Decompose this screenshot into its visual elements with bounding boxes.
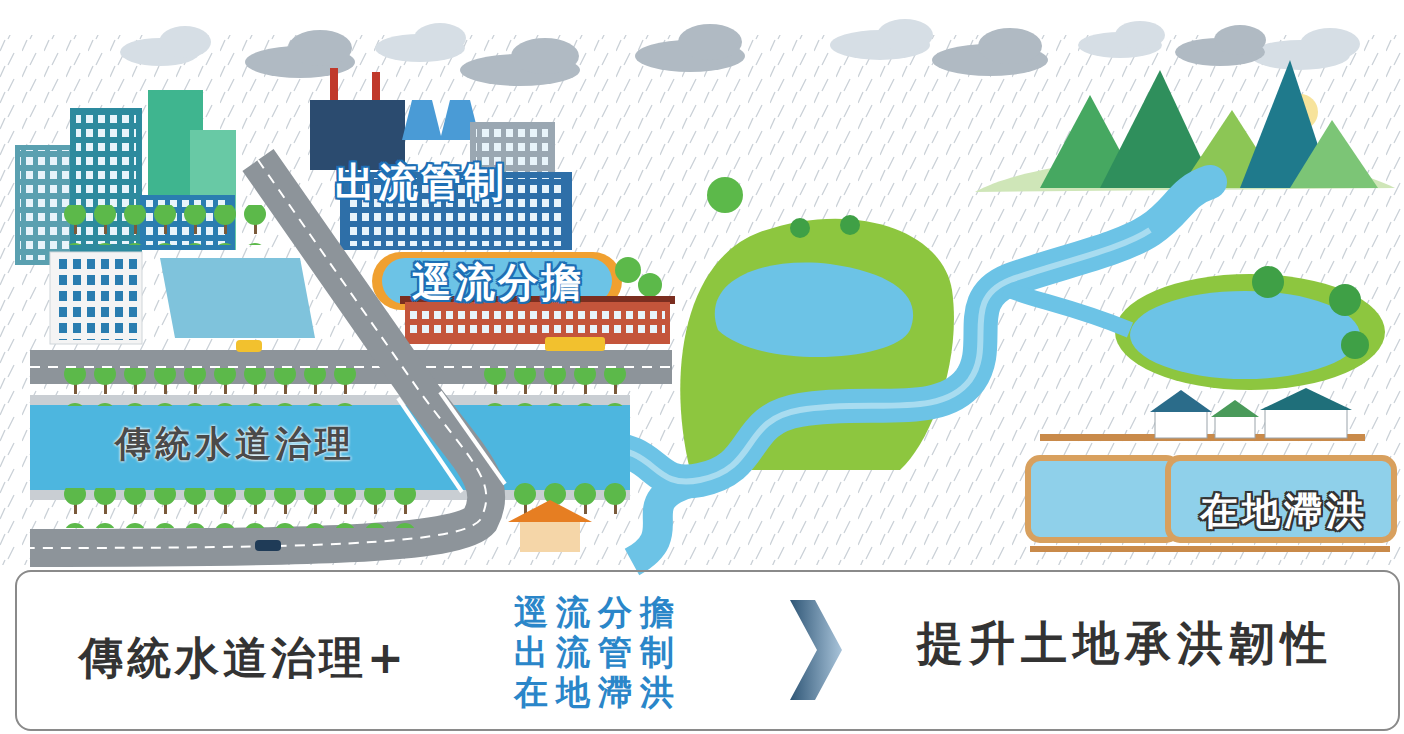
- clouds: [414, 23, 466, 53]
- tree-rows: [60, 205, 270, 245]
- summary-panel: 傳統水道治理+ 逕流分擔出流管制在地滯洪 提升土地承洪韌性: [15, 570, 1400, 731]
- houses: [1211, 400, 1259, 417]
- detention-ponds: [1168, 458, 1394, 540]
- measure-label: 出流管制: [335, 158, 507, 206]
- pavilion: [508, 500, 592, 552]
- right-lake: [1115, 266, 1385, 390]
- river: [600, 182, 1210, 562]
- right-lake: [1341, 331, 1369, 359]
- detention-ponds: [1030, 546, 1390, 552]
- measure-label: 傳統水道治理: [115, 422, 355, 465]
- river: [1005, 288, 1130, 330]
- city-buildings: [54, 256, 138, 340]
- school: [410, 308, 665, 338]
- measure-label: 逕流分擔: [412, 258, 584, 306]
- houses: [1215, 415, 1255, 438]
- rain: [0, 35, 1404, 565]
- houses: [1150, 390, 1212, 412]
- summary-arrow: [790, 600, 842, 700]
- river: [600, 230, 1150, 482]
- tree-rows: [60, 368, 360, 406]
- roads: [30, 160, 672, 551]
- green-hill: [790, 218, 810, 238]
- roads: [30, 160, 486, 548]
- clouds: [1115, 21, 1165, 49]
- right-lake: [1329, 284, 1361, 316]
- summary-heading: 傳統水道治理+: [79, 632, 408, 685]
- clouds: [288, 30, 352, 66]
- roads: [30, 366, 672, 368]
- result-text: 提升土地承洪韌性: [917, 616, 1333, 671]
- houses: [1265, 408, 1347, 438]
- green-hill: [840, 215, 860, 235]
- runoff-pond: [638, 273, 662, 297]
- houses: [1155, 410, 1207, 438]
- roads: [255, 540, 281, 551]
- tree-rows: [60, 205, 630, 528]
- clouds: [978, 28, 1042, 64]
- clouds: [1214, 25, 1266, 55]
- pavilion: [520, 522, 580, 552]
- detention-ponds: [1028, 458, 1394, 552]
- clouds: [877, 19, 933, 51]
- detention-ponds: [1028, 458, 1178, 540]
- clouds: [245, 24, 1266, 86]
- green-hill: [680, 177, 954, 470]
- roads: [30, 160, 486, 548]
- river: [632, 480, 700, 562]
- measure-label: 在地滯洪: [1200, 489, 1368, 535]
- clouds: [1300, 28, 1360, 60]
- rain: [0, 35, 1404, 565]
- tree-rows: [60, 488, 420, 528]
- right-lake: [1252, 266, 1284, 298]
- green-hill: [680, 219, 954, 470]
- mountains: [975, 60, 1395, 192]
- factory: [310, 68, 572, 250]
- tree-rows: [480, 368, 630, 406]
- clouds: [511, 38, 579, 74]
- canal: [30, 405, 630, 490]
- measure-item: 出流管制: [514, 632, 682, 673]
- roads: [545, 337, 605, 351]
- measure-item: 逕流分擔: [514, 592, 682, 633]
- city-buildings: [15, 90, 315, 344]
- pavilion: [508, 500, 592, 522]
- houses: [1260, 388, 1352, 410]
- city-buildings: [50, 252, 142, 344]
- measure-item: 在地滯洪: [514, 672, 682, 713]
- green-hill: [715, 263, 913, 358]
- green-hill: [707, 177, 743, 213]
- clouds: [159, 26, 211, 58]
- roads: [236, 340, 262, 352]
- factory: [402, 100, 442, 140]
- clouds: [678, 24, 742, 60]
- right-lake: [1115, 274, 1385, 390]
- right-lake: [1130, 291, 1360, 379]
- city-buildings: [160, 258, 315, 338]
- houses: [1040, 388, 1365, 441]
- runoff-pond: [615, 257, 641, 283]
- school: [405, 302, 670, 344]
- summary-arrow: [790, 600, 842, 700]
- clouds: [120, 19, 1360, 86]
- mountains: [1290, 120, 1378, 188]
